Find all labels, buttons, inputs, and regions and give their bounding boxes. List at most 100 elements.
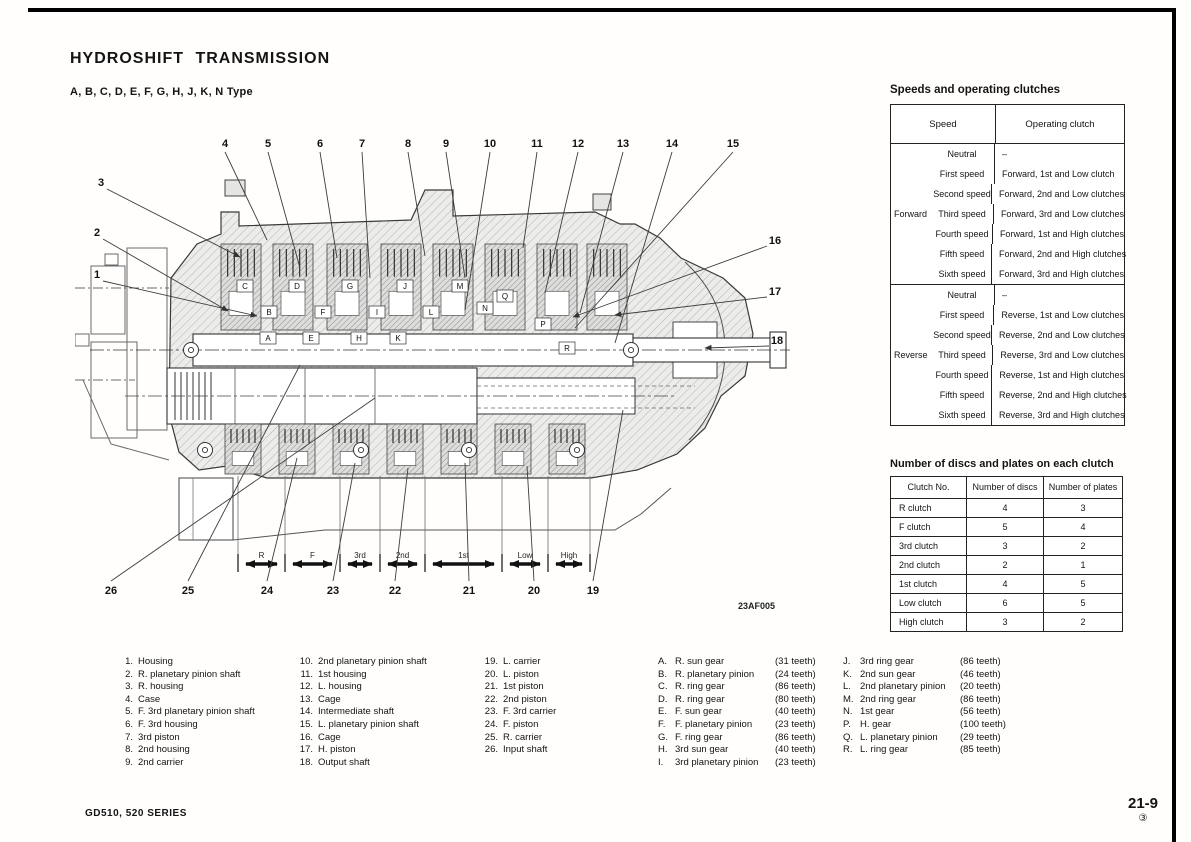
part-number: 8. [125, 744, 133, 756]
callout-15: 15 [727, 138, 739, 150]
gear-letter-J: J [396, 279, 414, 293]
gear-item: E.F. sun gear(40 teeth) [658, 706, 816, 719]
gear-label: 1st gear [860, 706, 895, 718]
gear-letter-C: C [236, 279, 254, 293]
part-item: 26.Input shaft [478, 744, 556, 757]
gear-letter-F: F [314, 305, 332, 319]
part-number: 23. [484, 706, 498, 718]
gear-letter: R. [843, 744, 853, 756]
gear-item: G.F. ring gear(86 teeth) [658, 732, 816, 745]
part-item: 2.R. planetary pinion shaft [113, 669, 255, 682]
adjacent-assembly [74, 247, 170, 461]
clutch-table-cell: 2 [1080, 617, 1086, 627]
part-label: R. planetary pinion shaft [138, 668, 241, 680]
callout-12: 12 [572, 138, 584, 150]
clutch-table-cell: 2 [967, 556, 1044, 574]
speed-cell: Neutral [891, 144, 995, 164]
part-number: 25. [484, 731, 498, 743]
gear-letter-G: G [341, 279, 359, 293]
part-label: R. housing [138, 681, 184, 693]
gear-letter-text-A: A [265, 334, 271, 343]
callout-7: 7 [359, 138, 365, 150]
part-number: 26. [484, 744, 498, 756]
clutch-table: Clutch No. Number of discs Number of pla… [890, 476, 1123, 632]
clutch-table-cell: Low clutch [891, 594, 967, 612]
speeds-table-row: Neutral– [891, 144, 1124, 164]
clutch-table-cell: 3 [967, 537, 1044, 555]
page-subtitle: A, B, C, D, E, F, G, H, J, K, N Type [70, 86, 253, 98]
gear-label: R. ring gear [675, 693, 725, 705]
gear-teeth: (56 teeth) [960, 706, 1001, 718]
gear-teeth: (20 teeth) [960, 681, 1001, 693]
operating-clutch-cell: Forward, 1st and Low clutch [1002, 169, 1115, 179]
part-number: 1. [125, 656, 133, 667]
operating-clutch-cell: Reverse, 3rd and High clutches [999, 410, 1125, 420]
gear-item: C.R. ring gear(86 teeth) [658, 681, 816, 694]
gear-label: 2nd planetary pinion [860, 681, 946, 693]
bearing-icon [623, 342, 639, 358]
part-number: 17. [299, 744, 313, 756]
gear-letter-text-G: G [347, 282, 353, 291]
bearings [183, 342, 639, 458]
gear-label: R. sun gear [675, 656, 725, 667]
dimension-guides [237, 476, 591, 572]
callout-22: 22 [389, 585, 401, 597]
clutch-table-cell: 1st clutch [891, 575, 967, 593]
gear-item: D.R. ring gear(80 teeth) [658, 694, 816, 707]
clutch-table-header: Clutch No. Number of discs Number of pla… [891, 477, 1122, 498]
callout-21: 21 [463, 585, 475, 597]
range-label-1st: 1st [458, 551, 469, 560]
range-label-R: R [259, 551, 265, 560]
part-label: 3rd piston [138, 731, 180, 743]
gear-letter-text-E: E [308, 334, 313, 343]
part-item: 24.F. piston [478, 719, 556, 732]
gear-label: 3rd planetary pinion [675, 756, 759, 768]
gear-item: L.2nd planetary pinion(20 teeth) [843, 681, 1006, 694]
gear-label: L. ring gear [860, 744, 909, 756]
gear-item: I.3rd planetary pinion(23 teeth) [658, 757, 816, 770]
clutch-table-cell: 5 [1080, 598, 1086, 608]
gear-letter-P: P [534, 317, 552, 331]
part-label: H. piston [318, 744, 356, 756]
speeds-table-row: Neutral– [891, 285, 1124, 305]
page-top-border [28, 8, 1176, 12]
part-item: 16.Cage [293, 732, 427, 745]
speeds-col-header-clutch: Operating clutch [1025, 118, 1095, 130]
part-label: L. piston [503, 668, 539, 680]
speed-cell: Second speed [891, 184, 992, 204]
range-label-F: F [310, 551, 315, 560]
range-label-2nd: 2nd [396, 551, 409, 560]
part-item: 3.R. housing [113, 681, 255, 694]
gear-letter: H. [658, 744, 668, 756]
operating-clutch-cell: Forward, 3rd and Low clutches [1000, 209, 1124, 219]
gear-teeth: (86 teeth) [775, 731, 816, 743]
callout-2: 2 [94, 227, 100, 239]
part-label: Intermediate shaft [318, 706, 395, 718]
gear-letter-M: M [451, 279, 469, 293]
gear-letter: F. [658, 718, 666, 730]
gear-letter-N: N [476, 301, 494, 315]
callout-5: 5 [265, 138, 271, 150]
series-label: GD510, 520 SERIES [85, 808, 187, 819]
gear-item: N.1st gear(56 teeth) [843, 706, 1006, 719]
bearing-icon [183, 342, 199, 358]
clutch-table-cell: 4 [967, 499, 1044, 517]
part-number: 15. [299, 718, 313, 730]
part-item: 11.1st housing [293, 669, 427, 682]
page-number-sub: ③ [1138, 813, 1148, 824]
gear-label: 3rd ring gear [860, 656, 914, 667]
gear-list-column-1: A.R. sun gear(31 teeth)B.R. planetary pi… [658, 656, 816, 769]
clutch-table-cell: 4 [1080, 522, 1086, 532]
part-label: R. carrier [503, 731, 543, 743]
gear-letter: M. [843, 693, 854, 705]
clutch-pack [536, 243, 578, 331]
part-label: F. 3rd planetary pinion shaft [138, 706, 255, 718]
callout-1: 1 [94, 269, 100, 281]
